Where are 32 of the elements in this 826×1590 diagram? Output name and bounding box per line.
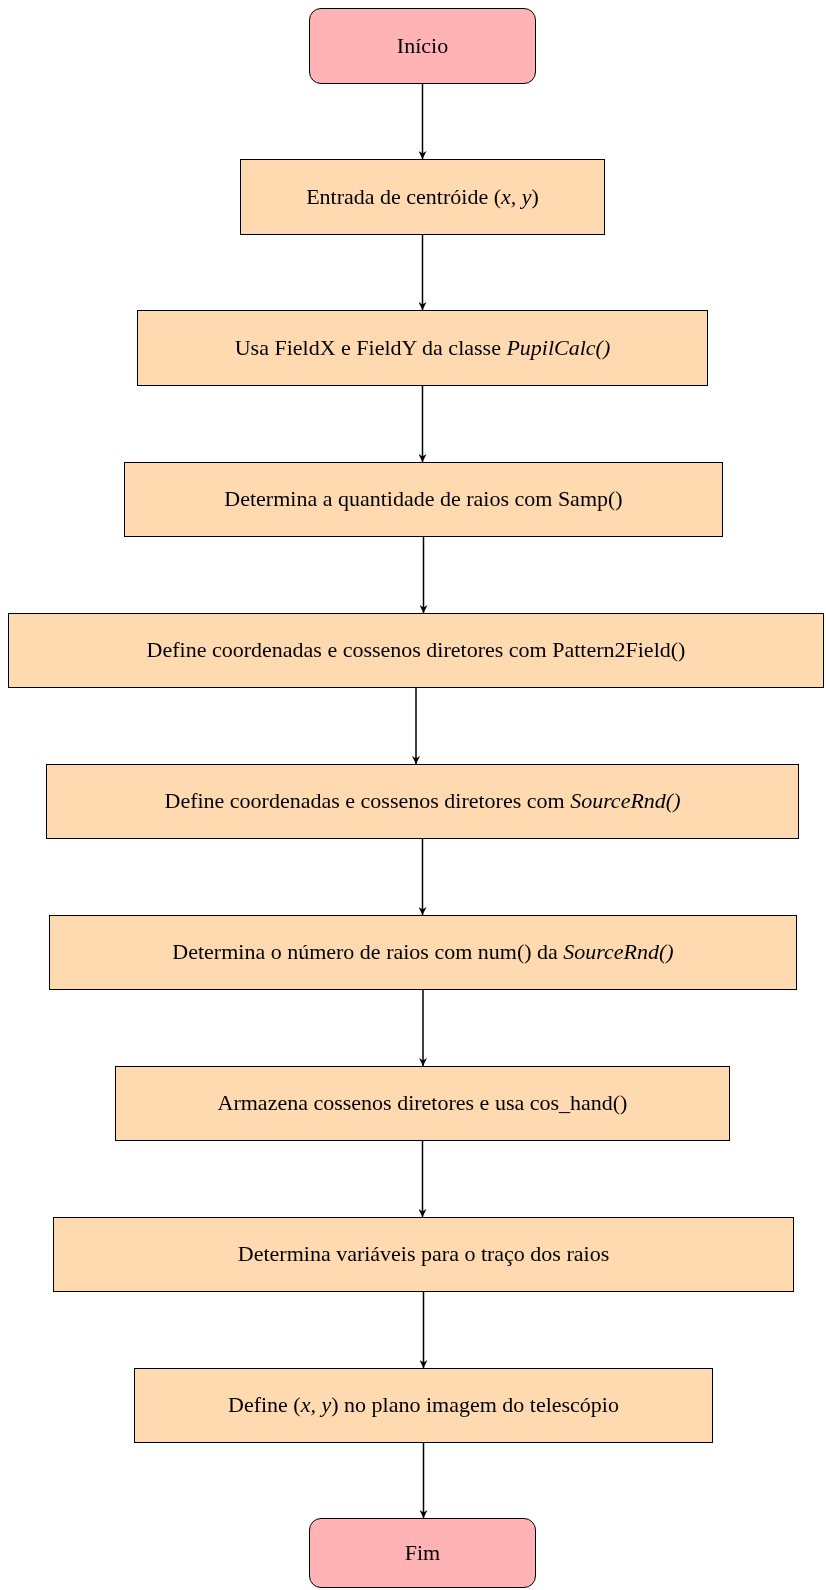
process-box [53,1217,794,1292]
node-text: Define (x, y) no plano imagem do telescópio [228,1392,619,1419]
process-box [46,764,799,839]
process-box [115,1066,730,1141]
arrow [419,1291,428,1369]
node-text: Determina a quantidade de raios com Samp() [224,486,623,513]
arrow [418,385,427,463]
node-text: Início [396,32,449,60]
process-box [134,1368,713,1443]
node-text: Usa FieldX e FieldY da classe PupilCalc() [234,334,611,362]
node-text: Fim [404,1539,441,1567]
terminal-box [309,1518,536,1588]
terminal-box [309,8,536,84]
node-text: Define coordenadas e cossenos diretores com SourceRnd() [164,788,681,815]
arrow [419,989,427,1067]
node-text: Define coordenadas e cossenos diretores com Pattern2Field() [146,637,686,664]
arrow [418,234,427,311]
process-box [49,915,797,990]
arrow [418,83,427,160]
arrow [418,838,427,916]
arrow [419,1442,428,1519]
process-box [124,462,723,537]
process-box [8,613,824,688]
node-text: Entrada de centróide (x, y) [306,183,539,211]
arrow [412,687,420,765]
node-text: Determina o número de raios com num() da SourceRnd() [172,939,674,966]
process-box [137,310,708,386]
node-text: Determina variáveis para o traço dos raios [237,1241,610,1268]
node-text: Armazena cossenos diretores e usa cos_hand() [217,1090,628,1117]
arrow [419,536,428,614]
process-box [240,159,605,235]
arrow [418,1140,427,1218]
